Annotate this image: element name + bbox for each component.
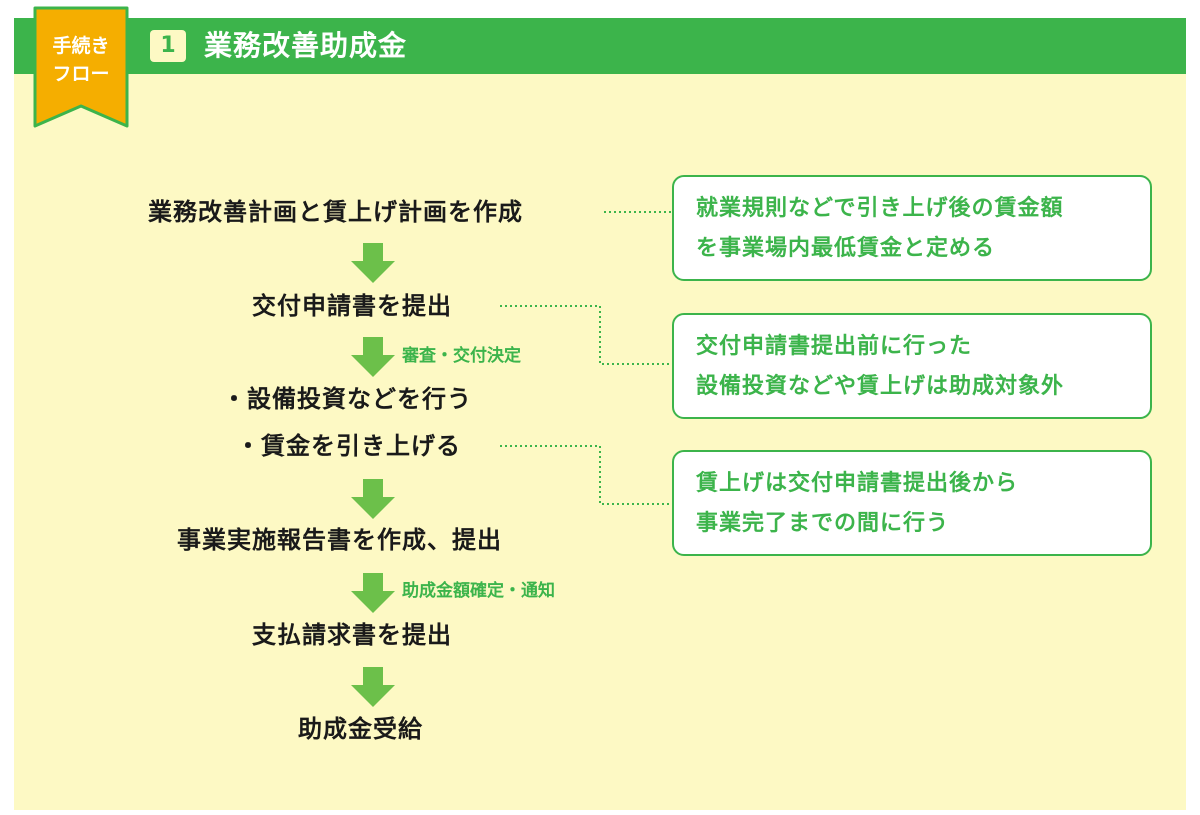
step-submit-payment-request: 支払請求書を提出 [252,621,452,649]
arrow-label-confirm: 助成金額確定・通知 [402,581,555,601]
note-1-line-1: 就業規則などで引き上げ後の賃金額 [696,196,1064,221]
note-box-wage-timing: 賃上げは交付申請書提出後から 事業完了までの間に行う [672,450,1152,556]
header-bar [14,18,1186,74]
badge-line-2: フロー [52,63,110,85]
down-arrow-icon [351,573,395,613]
arrow-label-review: 審査・交付決定 [402,346,521,366]
step-raise-wages: ・賃金を引き上げる [236,432,461,460]
connector-3 [500,445,672,505]
down-arrow-icon [351,243,395,283]
step-make-investment: ・設備投資などを行う [222,385,472,413]
procedure-flow-badge: 手続き フロー [33,6,129,128]
note-3-line-1: 賃上げは交付申請書提出後から [696,471,1019,496]
step-create-plans: 業務改善計画と賃上げ計画を作成 [148,198,523,226]
down-arrow-icon [351,479,395,519]
badge-line-1: 手続き [52,35,110,57]
section-number: 1 [150,30,186,62]
note-box-not-eligible: 交付申請書提出前に行った 設備投資などや賃上げは助成対象外 [672,313,1152,419]
down-arrow-icon [351,667,395,707]
down-arrow-icon [351,337,395,377]
connector-2 [500,305,672,365]
page-title: 業務改善助成金 [204,29,408,62]
note-1-line-2: を事業場内最低賃金と定める [696,236,996,261]
note-box-wage-rules: 就業規則などで引き上げ後の賃金額 を事業場内最低賃金と定める [672,175,1152,281]
step-receive-subsidy: 助成金受給 [298,715,423,743]
note-2-line-2: 設備投資などや賃上げは助成対象外 [696,374,1065,399]
step-submit-report: 事業実施報告書を作成、提出 [177,526,502,554]
note-2-line-1: 交付申請書提出前に行った [696,334,973,359]
note-3-line-2: 事業完了までの間に行う [696,511,950,536]
step-submit-application: 交付申請書を提出 [252,292,452,320]
ribbon-badge-shape [33,6,129,128]
